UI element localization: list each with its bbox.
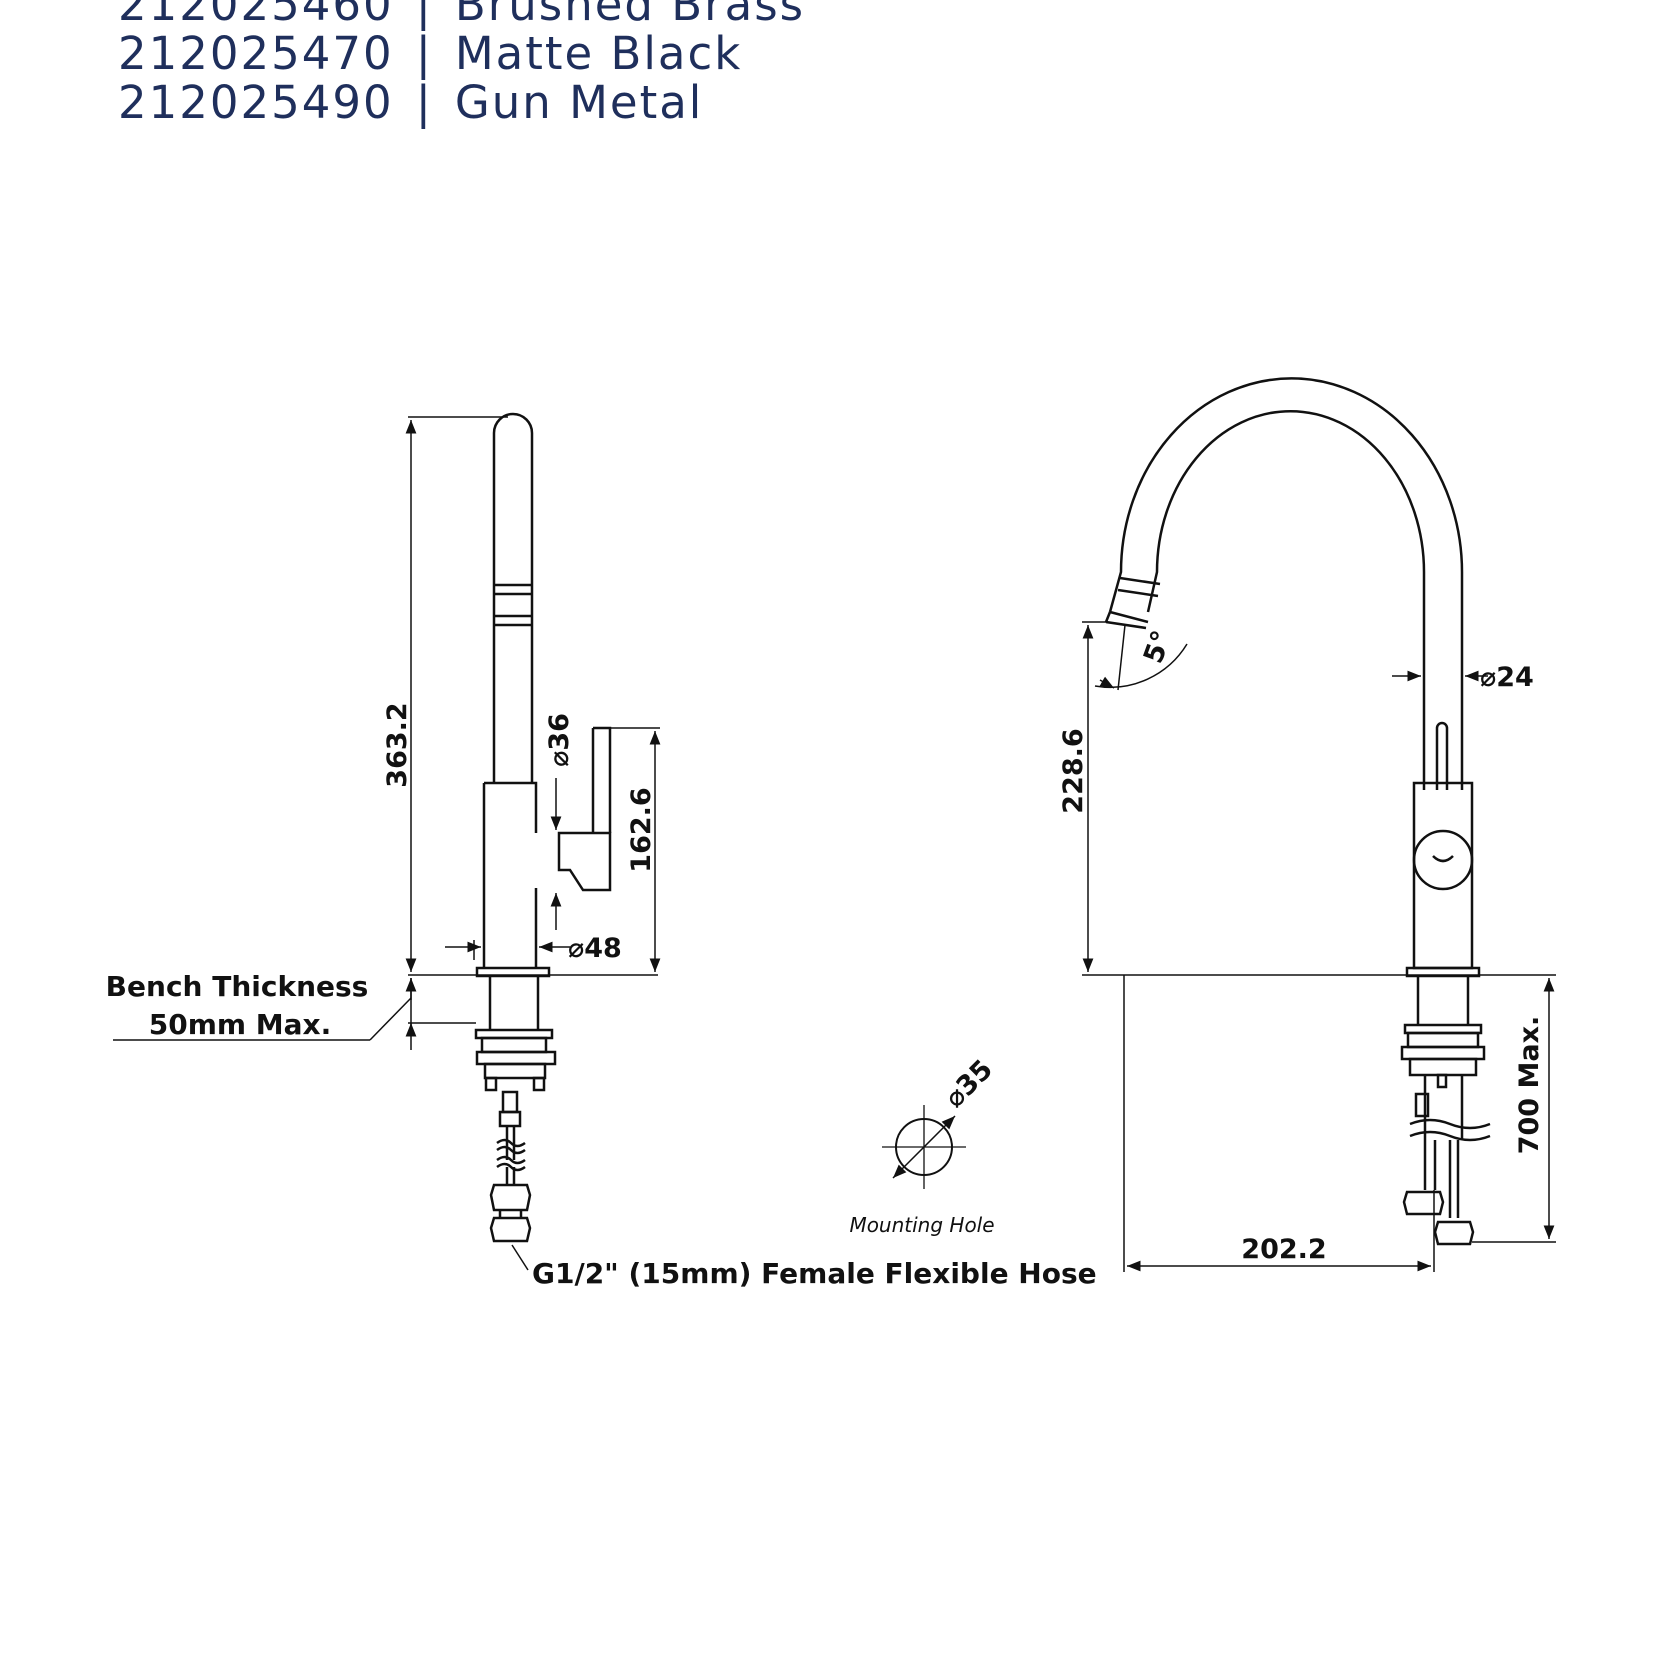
base-diameter-dimension: ⌀48	[568, 933, 622, 964]
hole-diameter-dimension: ⌀35	[939, 1054, 999, 1114]
lever-diameter-dimension: ⌀36	[544, 713, 575, 767]
product-line-1: 212025460 | Brushed Brass	[118, 0, 805, 31]
mounting-hole-label: Mounting Hole	[849, 1213, 994, 1237]
mounting-hole	[882, 1105, 966, 1189]
separator: |	[415, 76, 433, 129]
product-finish: Brushed Brass	[454, 0, 806, 31]
hose-length-dimension: 700 Max.	[1514, 1016, 1545, 1155]
spout-angle-dimension: 5°	[1138, 627, 1178, 668]
front-view-tap	[1104, 377, 1491, 1246]
product-code: 212025460	[118, 0, 394, 31]
separator: |	[415, 0, 433, 31]
spout-height-dimension: 228.6	[1058, 728, 1089, 813]
product-code: 212025470	[118, 27, 394, 80]
spout-diameter-dimension: ⌀24	[1480, 662, 1534, 693]
bench-thickness-max-label: 50mm Max.	[149, 1008, 332, 1041]
lever-height-dimension: 162.6	[626, 787, 657, 872]
product-line-3: 212025490 | Gun Metal	[118, 76, 703, 129]
product-code: 212025490	[118, 76, 394, 129]
product-line-2: 212025470 | Matte Black	[118, 27, 742, 80]
hose-leader-line	[511, 1244, 529, 1271]
overall-height-dimension: 363.2	[382, 702, 413, 787]
product-finish: Gun Metal	[454, 76, 704, 129]
bench-thickness-label: Bench Thickness	[106, 970, 369, 1003]
product-finish: Matte Black	[454, 27, 743, 80]
front-view-dimensions	[1082, 621, 1556, 1272]
side-view-tap	[474, 412, 612, 1243]
reach-dimension: 202.2	[1241, 1234, 1326, 1265]
hose-label: G1/2" (15mm) Female Flexible Hose	[532, 1257, 1097, 1290]
separator: |	[415, 27, 433, 80]
side-view-dimensions	[113, 416, 661, 1050]
